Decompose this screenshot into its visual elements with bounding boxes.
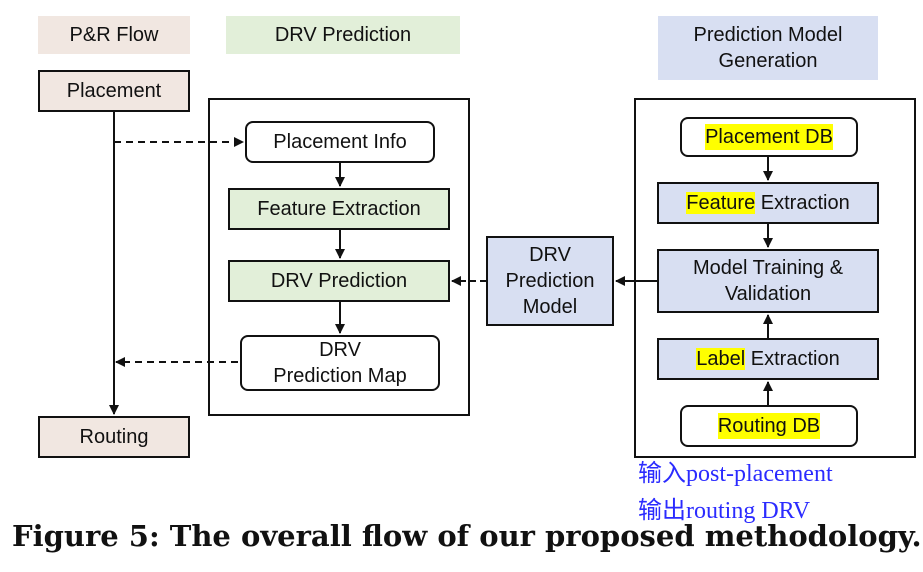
placement-info-box: Placement Info xyxy=(245,121,435,163)
model-generation-header: Prediction Model Generation xyxy=(658,16,878,80)
drv-prediction-model-box: DRV Prediction Model xyxy=(486,236,614,326)
label-extraction-box: Label Extraction xyxy=(657,338,879,380)
feature-highlight: Feature xyxy=(686,192,756,214)
drv-prediction-frame xyxy=(208,98,470,416)
pr-flow-header-label: P&R Flow xyxy=(69,24,159,46)
placement-label: Placement xyxy=(66,80,162,102)
placement-db-box: Placement DB xyxy=(680,117,858,157)
drv-prediction-model-line2: Prediction xyxy=(505,270,595,292)
label-feature-extraction-box: Feature Extraction xyxy=(657,182,879,224)
label-extraction-rest: Extraction xyxy=(745,348,840,370)
model-training-box: Model Training & Validation xyxy=(657,249,879,313)
drv-prediction-header-label: DRV Prediction xyxy=(274,24,412,46)
feature-extraction-rest: Extraction xyxy=(755,192,850,214)
annotation-input: 输入post-placement xyxy=(638,461,833,487)
feature-extraction-box: Feature Extraction xyxy=(228,188,450,230)
placement-db-label: Placement DB xyxy=(705,124,833,150)
model-training-line2: Validation xyxy=(724,283,812,305)
drv-prediction-model-line1: DRV xyxy=(529,244,571,266)
drv-prediction-map-line1: DRV xyxy=(319,339,361,361)
drv-prediction-map-line2: Prediction Map xyxy=(273,365,407,387)
label-highlight: Label xyxy=(696,348,746,370)
annotation-output: 输出routing DRV xyxy=(638,498,811,524)
routing-box: Routing xyxy=(38,416,190,458)
drv-prediction-header: DRV Prediction xyxy=(226,16,460,54)
figure-caption: Figure 5: The overall flow of our propos… xyxy=(12,519,922,553)
placement-info-label: Placement Info xyxy=(273,131,407,153)
drv-prediction-map-box: DRV Prediction Map xyxy=(240,335,440,391)
drv-prediction-label: DRV Prediction xyxy=(270,270,408,292)
routing-label: Routing xyxy=(79,426,149,448)
routing-db-label: Routing DB xyxy=(717,413,821,439)
model-generation-header-line2: Generation xyxy=(718,50,818,72)
drv-prediction-box: DRV Prediction xyxy=(228,260,450,302)
placement-box: Placement xyxy=(38,70,190,112)
model-training-line1: Model Training & xyxy=(692,257,844,279)
pr-flow-header: P&R Flow xyxy=(38,16,190,54)
drv-prediction-model-line3: Model xyxy=(522,296,578,318)
routing-db-box: Routing DB xyxy=(680,405,858,447)
model-generation-frame xyxy=(634,98,916,458)
feature-extraction-label: Feature Extraction xyxy=(257,198,421,220)
model-generation-header-line1: Prediction Model xyxy=(693,24,843,46)
